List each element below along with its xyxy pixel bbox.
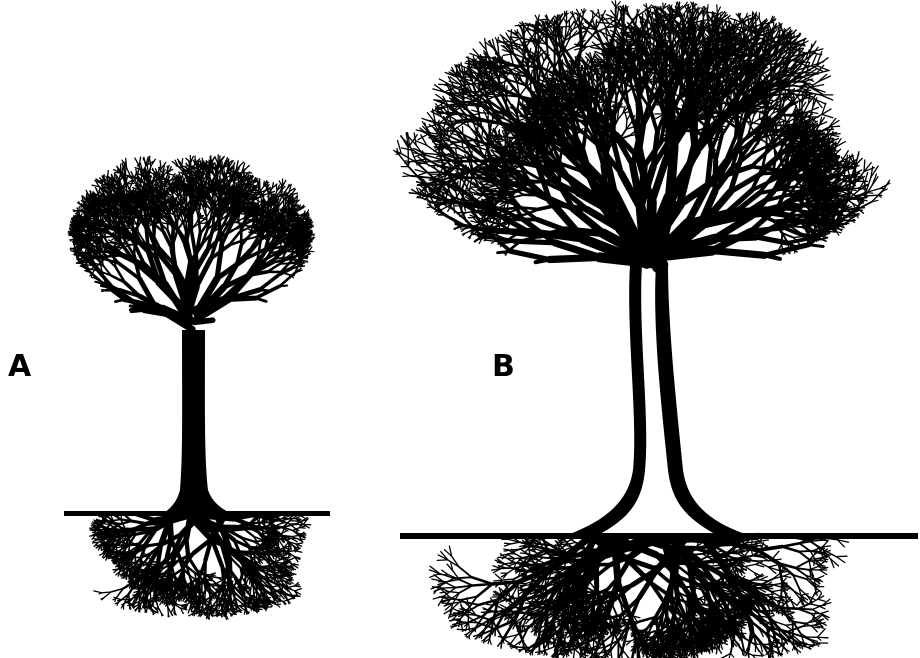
tree-a-crown	[68, 155, 315, 329]
tree-a-roots	[90, 512, 311, 620]
tree-a	[64, 155, 330, 620]
tree-b-crown	[394, 1, 890, 268]
tree-b-roots	[430, 534, 849, 658]
panel-label-a: A	[8, 352, 31, 382]
tree-b-trunk	[570, 265, 745, 534]
panel-label-b: B	[492, 352, 515, 382]
tree-b	[394, 1, 918, 658]
tree-a-trunk	[160, 330, 235, 515]
